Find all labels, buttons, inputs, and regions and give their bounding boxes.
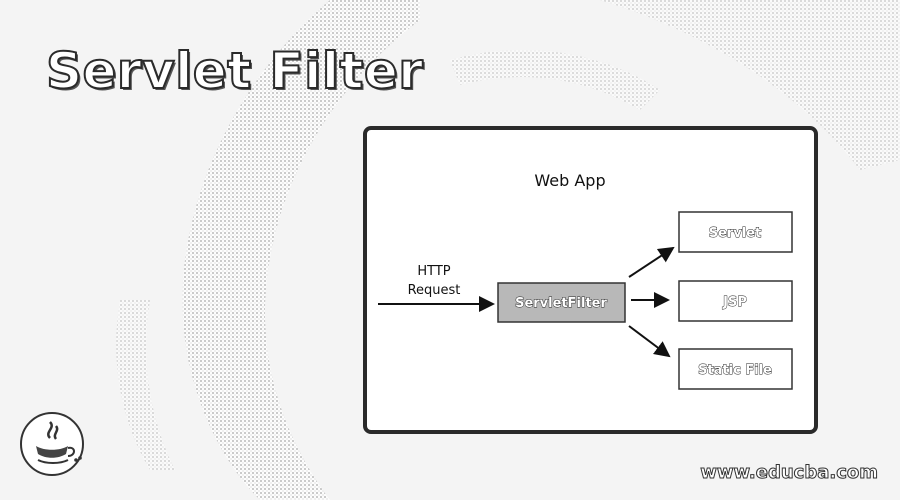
servlet-filter-label: ServletFilter	[515, 296, 607, 311]
servlet-filter-box: ServletFilter	[497, 282, 626, 323]
diagram-panel: Web App HTTP Request ServletFilter Servl…	[363, 126, 818, 434]
arrow-to-servlet	[628, 246, 675, 278]
web-app-heading: Web App	[534, 171, 605, 190]
http-label-line2: Request	[408, 283, 461, 298]
page-title: Servlet Filter	[45, 42, 424, 100]
jsp-box: JSP	[678, 280, 793, 322]
servlet-box: Servlet	[678, 211, 793, 253]
java-logo-icon	[20, 412, 84, 476]
servlet-filter-diagram: Web App HTTP Request ServletFilter Servl…	[378, 171, 793, 390]
arrow-to-static-file	[628, 325, 671, 358]
static-file-box: Static File	[678, 348, 793, 390]
jsp-label: JSP	[722, 295, 747, 310]
http-label-line1: HTTP	[417, 264, 450, 279]
site-url[interactable]: www.educba.com	[700, 462, 879, 484]
servlet-label: Servlet	[709, 226, 762, 241]
static-file-label: Static File	[698, 363, 772, 378]
